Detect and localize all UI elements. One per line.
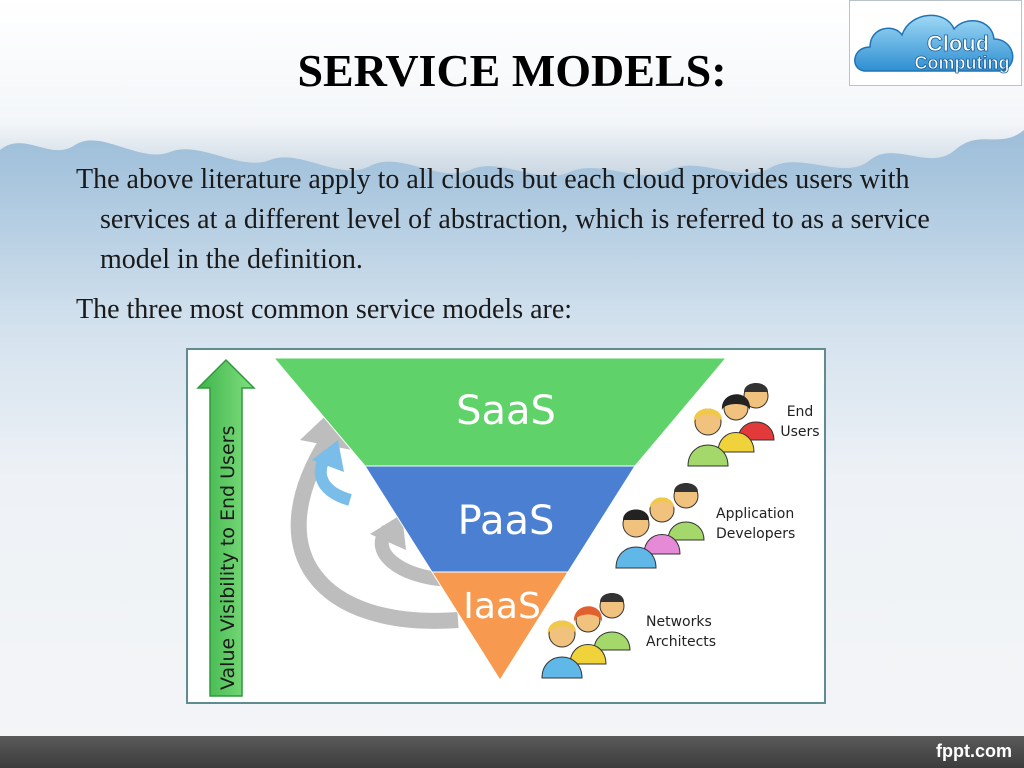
developers-label-line1: Application bbox=[716, 506, 794, 522]
footer-bar: fppt.com bbox=[0, 736, 1024, 768]
iaas-layer bbox=[431, 571, 569, 681]
cloud-computing-logo: Cloud Computing bbox=[849, 0, 1022, 86]
network-architects-icon bbox=[541, 593, 631, 679]
axis-label: Value Visibility to End Users bbox=[217, 426, 239, 690]
slide-title: SERVICE MODELS: bbox=[297, 45, 727, 96]
service-models-diagram: Value Visibility to End Users SaaS PaaS … bbox=[186, 348, 826, 704]
models-intro-paragraph: The three most common service models are… bbox=[76, 294, 573, 325]
saas-label: SaaS bbox=[456, 388, 556, 434]
cloud-banner bbox=[0, 0, 1024, 176]
logo-cloud-icon: Cloud Computing bbox=[854, 14, 1014, 73]
footer-site-text: fppt.com bbox=[936, 741, 1012, 761]
iaas-label: IaaS bbox=[463, 586, 541, 627]
end-users-icon bbox=[687, 383, 775, 467]
gray-curved-arrows bbox=[290, 406, 459, 629]
logo-text-line1: Cloud bbox=[927, 31, 989, 56]
developers-label-line2: Developers bbox=[716, 526, 795, 542]
architects-label-line2: Architects bbox=[646, 634, 716, 650]
end-users-label-line2: Users bbox=[780, 424, 819, 440]
end-users-label-line1: End bbox=[787, 404, 814, 420]
logo-text-line2: Computing bbox=[915, 53, 1010, 73]
intro-paragraph: The above literature apply to all clouds… bbox=[76, 164, 930, 275]
value-visibility-arrow: Value Visibility to End Users bbox=[196, 358, 256, 697]
application-developers-icon bbox=[615, 483, 705, 569]
paas-label: PaaS bbox=[458, 498, 555, 544]
architects-label-line1: Networks bbox=[646, 614, 712, 630]
